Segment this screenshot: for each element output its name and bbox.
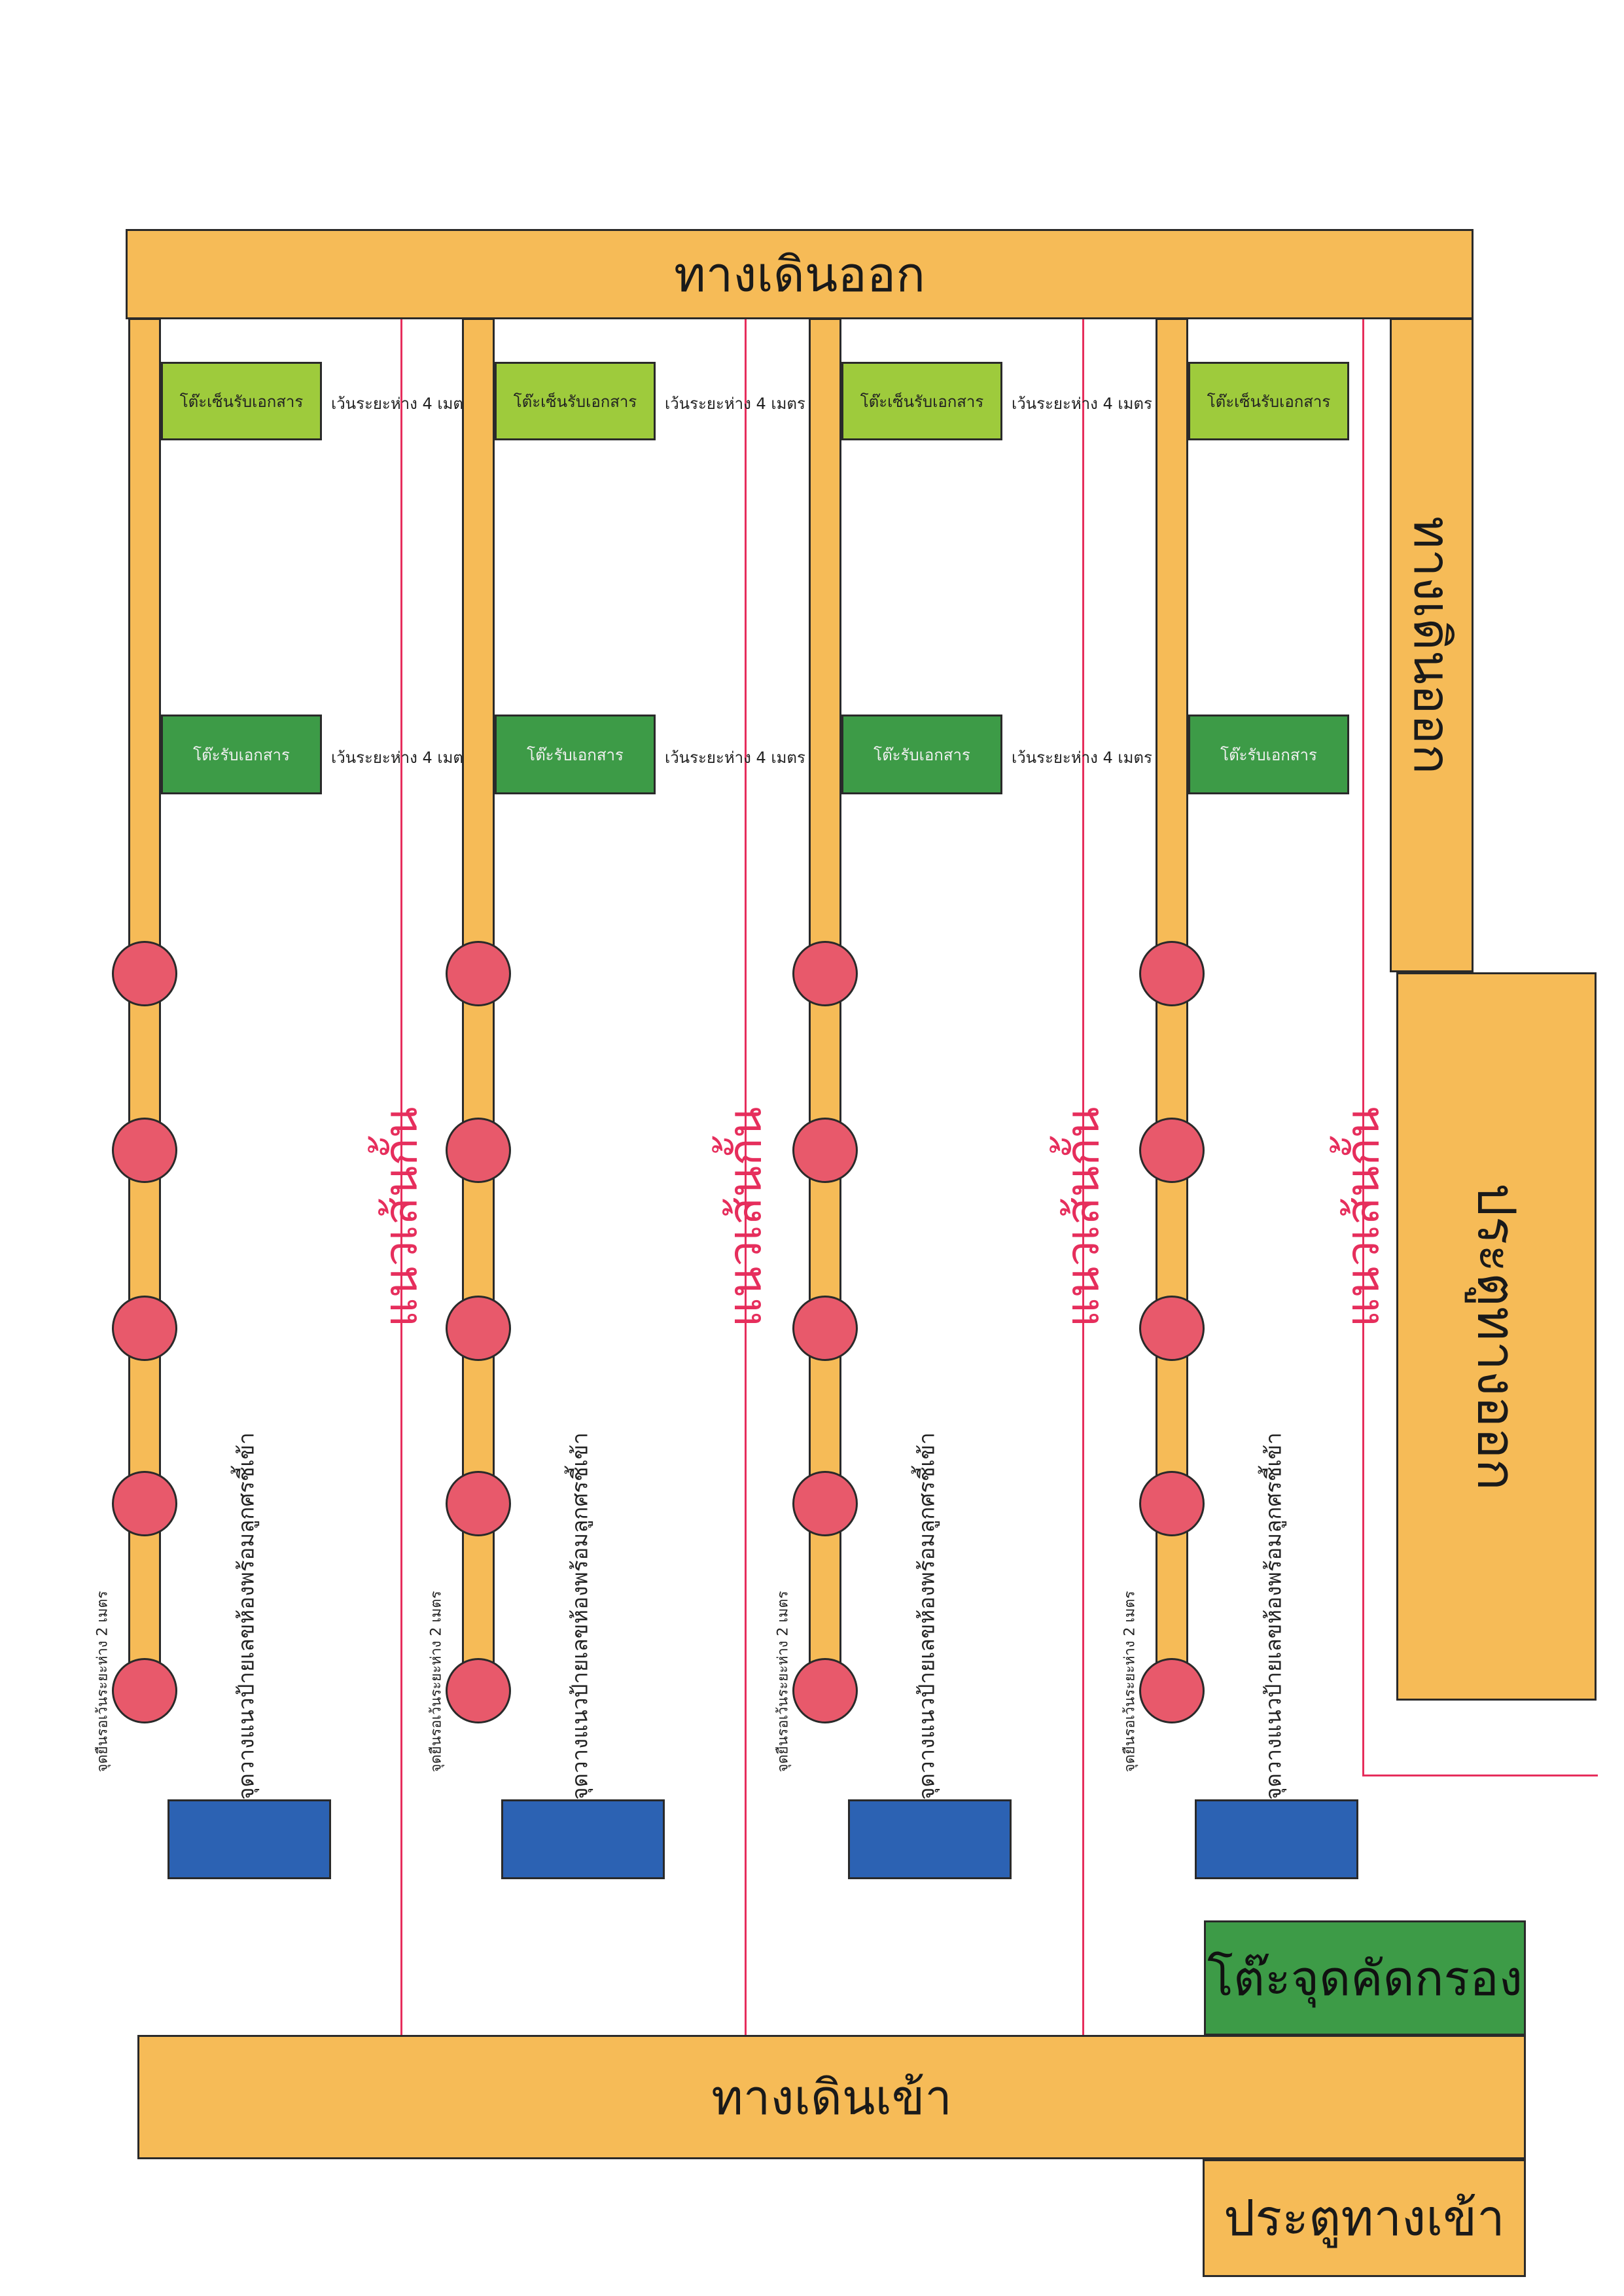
waiting-point (792, 1118, 858, 1183)
receive-spacing-note: เว้นระยะห่าง 4 เมตร (1012, 749, 1152, 767)
sign-spacing-note: เว้นระยะห่าง 4 เมตร (1012, 395, 1152, 413)
divider-line (1082, 319, 1084, 2036)
sign-table-label: โต๊ะเซ็นรับเอกสาร (513, 392, 637, 411)
divider-label-wrap: แนวเส้นกั้น (712, 1086, 777, 1348)
receive-table: โต๊ะรับเอกสาร (841, 715, 1002, 794)
receive-spacing-note: เว้นระยะห่าง 4 เมตร (331, 749, 472, 767)
divider-label: แนวเส้นกั้น (374, 1106, 428, 1328)
waiting-point (112, 1296, 177, 1361)
waiting-point (446, 1471, 511, 1536)
standing-points-note: จุดยืนรอเว้นระยะห่าง 2 เมตร (428, 1591, 445, 1773)
waiting-point (792, 1658, 858, 1723)
sign-table: โต๊ะเซ็นรับเอกสาร (841, 362, 1002, 440)
receive-table: โต๊ะรับเอกสาร (161, 715, 322, 794)
sign-post-note: จุดวางแนวป้ายเลขห้องพร้อมลูกศรชี้เข้า (567, 1432, 593, 1800)
sign-post-note: จุดวางแนวป้ายเลขห้องพร้อมลูกศรชี้เข้า (1260, 1432, 1286, 1800)
sign-table: โต๊ะเซ็นรับเอกสาร (1188, 362, 1349, 440)
exit-walkway-side: ทางเดินออก (1390, 318, 1474, 972)
receive-table-label: โต๊ะรับเอกสาร (193, 745, 290, 764)
sign-post-box (501, 1799, 665, 1879)
divider-bottom-right (1362, 1775, 1598, 1776)
waiting-point (1139, 1118, 1205, 1183)
waiting-point (1139, 1658, 1205, 1723)
standing-points-note-wrap: จุดยืนรอเว้นระยะห่าง 2 เมตร (423, 1583, 449, 1780)
sign-post-box (848, 1799, 1012, 1879)
sign-table-label: โต๊ะเซ็นรับเอกสาร (1207, 392, 1331, 411)
divider-line (1362, 319, 1364, 1776)
divider-line (400, 319, 402, 2036)
sign-post-note-wrap: จุดวางแนวป้ายเลขห้องพร้อมลูกศรชี้เข้า (230, 1432, 262, 1800)
divider-label: แนวเส้นกั้น (1335, 1106, 1390, 1328)
waiting-point (446, 1296, 511, 1361)
entrance-walkway-label: ทางเดินเข้า (711, 2070, 952, 2126)
waiting-point (112, 1118, 177, 1183)
waiting-point (446, 1118, 511, 1183)
screening-table-label: โต๊ะจุดคัดกรอง (1207, 1951, 1523, 2007)
standing-points-note: จุดยืนรอเว้นระยะห่าง 2 เมตร (775, 1591, 792, 1773)
sign-table-label: โต๊ะเซ็นรับเอกสาร (860, 392, 984, 411)
exit-gate-label: ประตูทางออก (1466, 1182, 1527, 1491)
sign-post-note-wrap: จุดวางแนวป้ายเลขห้องพร้อมลูกศรชี้เข้า (910, 1432, 943, 1800)
sign-post-note: จุดวางแนวป้ายเลขห้องพร้อมลูกศรชี้เข้า (913, 1432, 940, 1800)
divider-label: แนวเส้นกั้น (718, 1106, 772, 1328)
entrance-walkway: ทางเดินเข้า (137, 2035, 1526, 2159)
sign-table: โต๊ะเซ็นรับเอกสาร (495, 362, 656, 440)
standing-points-note: จุดยืนรอเว้นระยะห่าง 2 เมตร (1121, 1591, 1139, 1773)
standing-points-note-wrap: จุดยืนรอเว้นระยะห่าง 2 เมตร (89, 1583, 115, 1780)
receive-spacing-note: เว้นระยะห่าง 4 เมตร (665, 749, 805, 767)
waiting-point (112, 941, 177, 1006)
standing-points-note: จุดยืนรอเว้นระยะห่าง 2 เมตร (94, 1591, 111, 1773)
sign-table-label: โต๊ะเซ็นรับเอกสาร (179, 392, 304, 411)
sign-post-box (1195, 1799, 1358, 1879)
sign-post-note: จุดวางแนวป้ายเลขห้องพร้อมลูกศรชี้เข้า (233, 1432, 259, 1800)
divider-line (745, 319, 747, 2036)
waiting-point (446, 941, 511, 1006)
sign-spacing-note: เว้นระยะห่าง 4 เมตร (665, 395, 805, 413)
sign-spacing-note: เว้นระยะห่าง 4 เมตร (331, 395, 472, 413)
standing-points-note-wrap: จุดยืนรอเว้นระยะห่าง 2 เมตร (1116, 1583, 1142, 1780)
waiting-point (1139, 1471, 1205, 1536)
sign-post-note-wrap: จุดวางแนวป้ายเลขห้องพร้อมลูกศรชี้เข้า (1257, 1432, 1290, 1800)
exit-walkway-side-label: ทางเดินออก (1403, 516, 1461, 775)
entrance-gate-label: ประตูทางเข้า (1224, 2189, 1505, 2247)
waiting-point (112, 1658, 177, 1723)
receive-table-label: โต๊ะรับเอกสาร (1220, 745, 1317, 764)
divider-label-wrap: แนวเส้นกั้น (368, 1086, 433, 1348)
waiting-point (792, 1471, 858, 1536)
divider-label-wrap: แนวเส้นกั้น (1330, 1086, 1395, 1348)
receive-table: โต๊ะรับเอกสาร (1188, 715, 1349, 794)
screening-table: โต๊ะจุดคัดกรอง (1204, 1920, 1526, 2036)
waiting-point (792, 941, 858, 1006)
receive-table-label: โต๊ะรับเอกสาร (527, 745, 624, 764)
receive-table: โต๊ะรับเอกสาร (495, 715, 656, 794)
divider-label: แนวเส้นกั้น (1055, 1106, 1110, 1328)
waiting-point (1139, 941, 1205, 1006)
exit-walkway-top-label: ทางเดินออก (673, 247, 926, 303)
sign-post-box (168, 1799, 331, 1879)
exit-walkway-top: ทางเดินออก (126, 229, 1474, 319)
waiting-point (1139, 1296, 1205, 1361)
waiting-point (446, 1658, 511, 1723)
divider-label-wrap: แนวเส้นกั้น (1050, 1086, 1115, 1348)
sign-post-note-wrap: จุดวางแนวป้ายเลขห้องพร้อมลูกศรชี้เข้า (563, 1432, 596, 1800)
entrance-gate: ประตูทางเข้า (1203, 2159, 1526, 2277)
sign-table: โต๊ะเซ็นรับเอกสาร (161, 362, 322, 440)
waiting-point (112, 1471, 177, 1536)
receive-table-label: โต๊ะรับเอกสาร (874, 745, 970, 764)
standing-points-note-wrap: จุดยืนรอเว้นระยะห่าง 2 เมตร (769, 1583, 796, 1780)
exit-gate: ประตูทางออก (1396, 972, 1597, 1701)
waiting-point (792, 1296, 858, 1361)
